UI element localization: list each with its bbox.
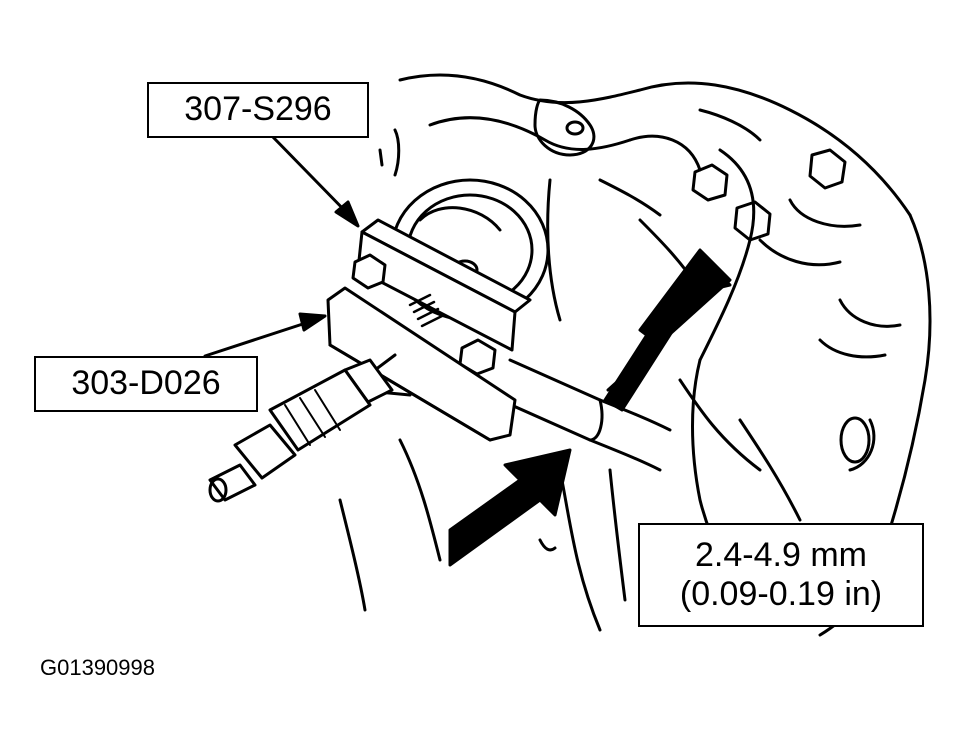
- specification-box: 2.4-4.9 mm (0.09-0.19 in): [638, 523, 924, 627]
- arrow-head-icon: [334, 200, 360, 228]
- arrow-head-icon: [298, 312, 327, 332]
- bolt-icon: [351, 253, 387, 290]
- callout-leaders: [203, 132, 360, 358]
- bolt-icons: [691, 148, 847, 242]
- tool-303-d026: [208, 286, 517, 503]
- tool-label-text: 303-D026: [71, 364, 221, 403]
- tool-307-s296: [351, 218, 532, 376]
- large-arrow-icon: [448, 448, 572, 567]
- bolt-icon: [733, 200, 772, 242]
- large-arrow-icon: [606, 248, 732, 392]
- bolt-icon: [691, 163, 729, 202]
- figure-id: G01390998: [40, 655, 155, 680]
- tool-label-307-s296: 307-S296: [147, 82, 369, 138]
- spec-imperial: (0.09-0.19 in): [679, 575, 883, 613]
- spec-metric: 2.4-4.9 mm: [695, 535, 867, 574]
- lower-housing: [338, 438, 627, 632]
- shaft: [498, 358, 672, 472]
- tool-label-303-d026: 303-D026: [34, 356, 258, 412]
- gap-arrows: [448, 248, 732, 567]
- bolt-icon: [808, 148, 847, 190]
- tool-label-text: 307-S296: [184, 90, 332, 129]
